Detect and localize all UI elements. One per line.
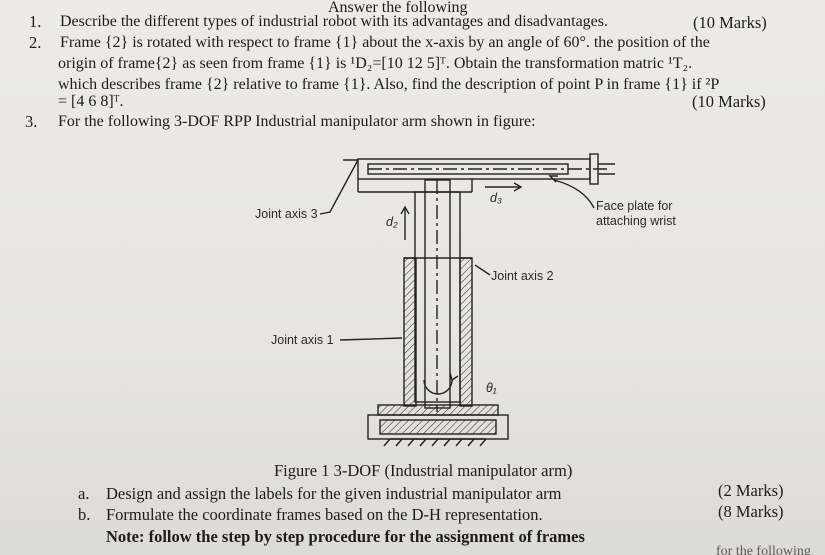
question-2-number: 2. xyxy=(29,33,42,52)
question-1-number: 1. xyxy=(29,12,42,31)
question-3-text: For the following 3-DOF RPP Industrial m… xyxy=(58,113,536,130)
note: Note: follow the step by step procedure … xyxy=(106,527,585,546)
joint-axis-3-leader xyxy=(319,159,360,215)
label-theta1: θ₁ xyxy=(486,381,497,395)
subquestion-b-text: Formulate the coordinate frames based on… xyxy=(106,505,543,524)
joint-axis-1-leader xyxy=(339,337,403,341)
joint-axis-2-leader xyxy=(474,264,491,276)
label-joint-axis-3: Joint axis 3 xyxy=(255,207,318,221)
label-joint-axis-1: Joint axis 1 xyxy=(271,333,334,347)
figure-caption: Figure 1 3-DOF (Industrial manipulator a… xyxy=(274,461,573,480)
face-plate-leader xyxy=(553,179,595,209)
question-1-marks: (10 Marks) xyxy=(693,13,767,32)
question-2-line-1: Frame {2} is rotated with respect to fra… xyxy=(60,34,710,51)
face-plate xyxy=(589,153,599,185)
question-2-line-4: = [4 6 8]ᵀ. xyxy=(58,93,124,110)
heading: Answer the following xyxy=(328,0,468,16)
question-2-line-3: which describes frame {2} relative to fr… xyxy=(58,76,720,93)
question-1-text: Describe the different types of industri… xyxy=(60,13,608,30)
label-d3: d₃ xyxy=(490,191,502,205)
subquestion-a-text: Design and assign the labels for the giv… xyxy=(106,484,562,503)
question-3-number: 3. xyxy=(25,112,38,131)
label-face-plate-1: Face plate for xyxy=(596,199,672,213)
subquestion-b-label: b. xyxy=(78,505,91,524)
question-2-line-2: origin of frame{2} as seen from frame {1… xyxy=(58,55,693,72)
question-2-marks: (10 Marks) xyxy=(692,92,766,111)
label-joint-axis-2: Joint axis 2 xyxy=(491,269,554,283)
cut-off-text: for the following xyxy=(716,544,811,555)
subquestion-a-marks: (2 Marks) xyxy=(718,481,784,500)
label-d2: d₂ xyxy=(386,215,398,229)
subquestion-b-marks: (8 Marks) xyxy=(718,502,784,521)
manipulator-arm-diagram: Joint axis 3 Joint axis 2 Joint axis 1 F… xyxy=(255,153,676,447)
subquestion-a-label: a. xyxy=(78,484,90,503)
label-face-plate-2: attaching wrist xyxy=(596,214,676,228)
